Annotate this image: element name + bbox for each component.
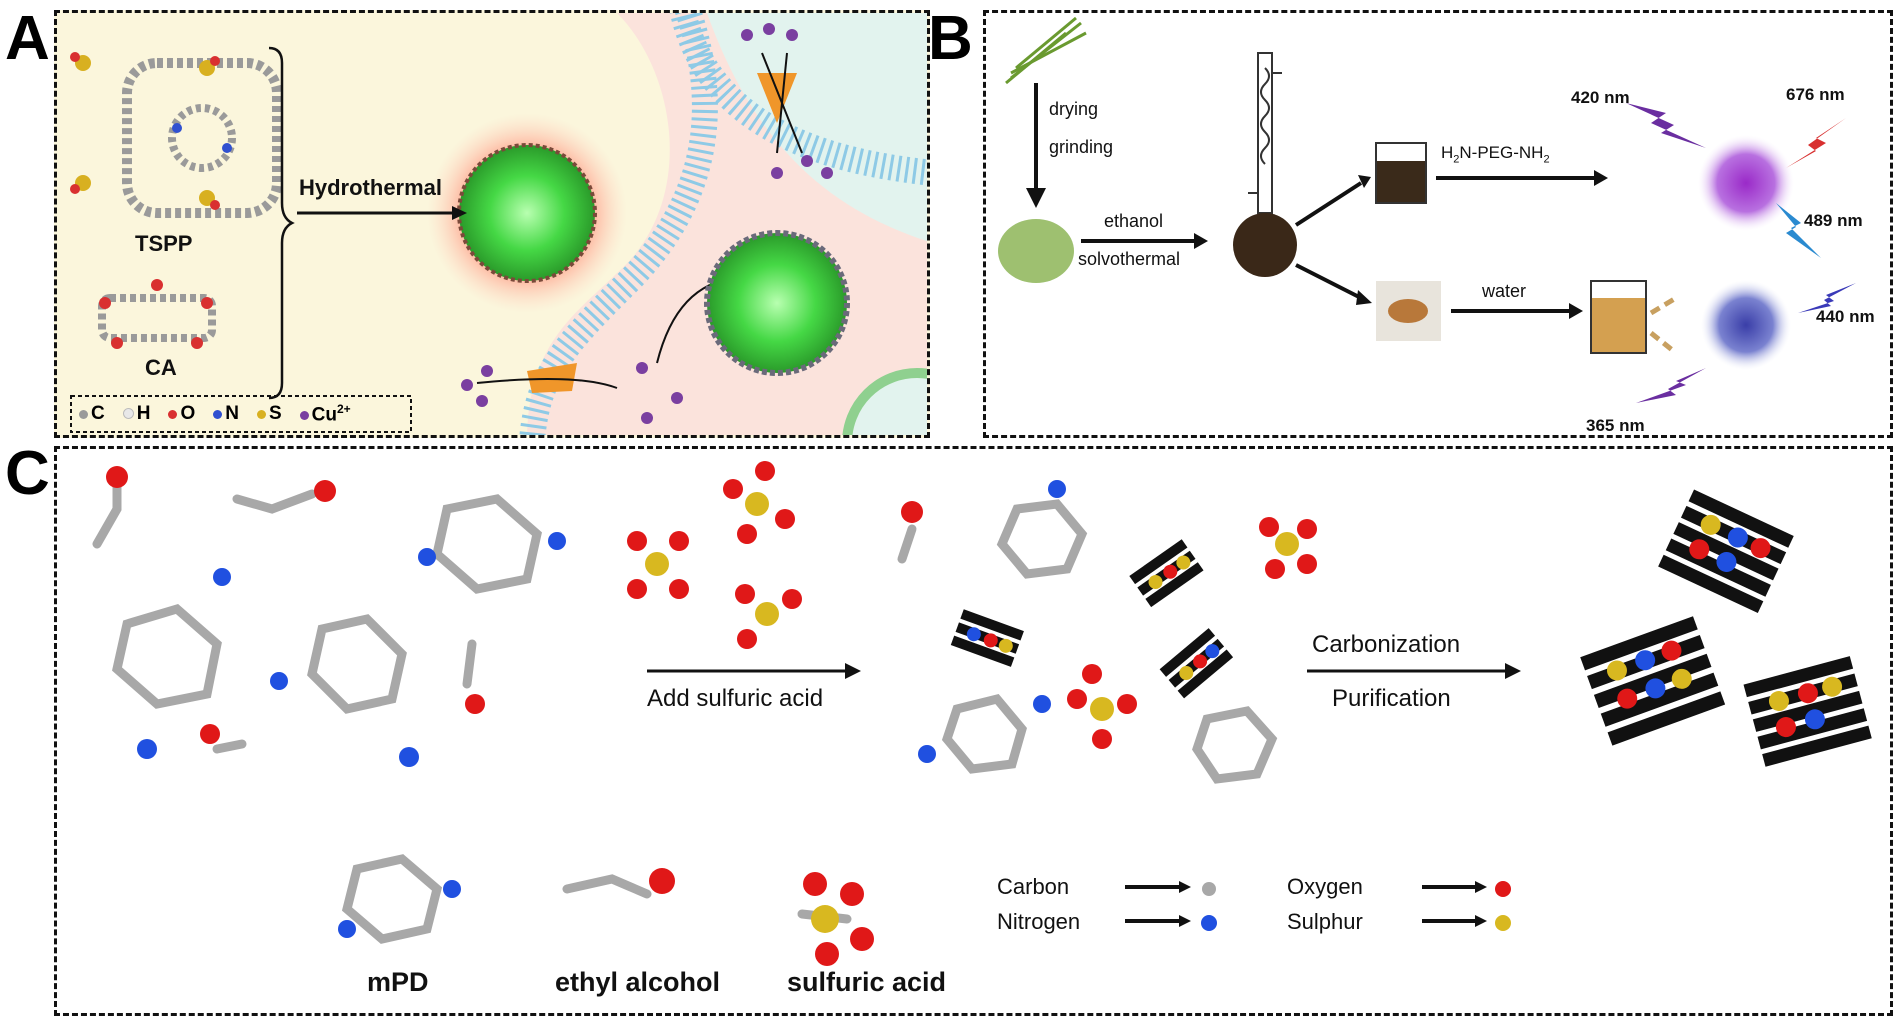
beaker-amber-icon [1590,280,1647,354]
legend-nitrogen: Nitrogen [997,909,1081,934]
oxygen-atom-icon [1495,881,1511,897]
step-solvothermal: solvothermal [1078,249,1181,269]
cu-ions [461,23,833,424]
atom-dot-icon [79,410,88,419]
wavelength-365: 365 nm [1586,416,1645,435]
atom-dot-icon [256,410,266,419]
legend-carbon: Carbon [997,874,1070,899]
bolt-440-icon [1798,283,1856,313]
molecule-skeletons [92,474,1278,944]
carbon-dot-fluorescent [457,143,597,283]
sulphur-atom-icon [1495,915,1511,931]
bolt-365-icon [1636,368,1706,403]
step-drying: drying [1049,99,1099,119]
legend-item-o: O [168,403,195,425]
bolt-420-icon [1626,103,1706,148]
nitrogen-atom-icon [1201,915,1217,931]
atom-dot-icon [213,410,223,419]
purple-emission [1698,135,1794,231]
hydrothermal-label: Hydrothermal [299,175,443,200]
step-grinding: grinding [1049,137,1114,157]
ion-channel-bottom [527,363,577,393]
molecule-atoms [106,461,1317,966]
carbon-atom-icon [1202,882,1216,896]
wavelength-489: 489 nm [1804,211,1863,230]
panel-b-label: B [928,4,973,73]
wavelength-440: 440 nm [1816,307,1875,326]
legend-item-c: C [79,403,105,425]
ethyl-alcohol-label: ethyl alcohol [555,967,721,997]
panel-c: Add sulfuric acid Carbonization Purifica… [54,446,1893,1016]
mpd-label: mPD [367,967,429,997]
beaker-dark-icon [1375,142,1427,204]
wavelength-676: 676 nm [1786,85,1845,104]
legend-oxygen: Oxygen [1287,874,1363,899]
legend-item-cu: Cu2+ [299,402,351,426]
add-sulfuric-acid-label: Add sulfuric acid [647,685,824,712]
carbonization-label: Carbonization [1312,631,1461,658]
legend-item-n: N [213,403,239,425]
blue-emission [1701,280,1791,370]
carbon-dot-quenched [704,230,850,376]
panel-a: TSPP CA Hydrothermal C H O N S Cu2+ [54,10,930,438]
tspp-molecule [70,52,282,218]
panel-a-label: A [5,4,50,73]
bolt-676-icon [1786,118,1846,168]
step-ethanol: ethanol [1104,211,1164,231]
panel-b: drying grinding ethanol solvothermal H2N… [983,10,1893,438]
atom-dot-icon [122,408,134,419]
large-carbon-dots [1580,489,1872,767]
legend-sulphur: Sulphur [1287,909,1363,934]
ion-channel-top [757,73,797,123]
grass-powder-icon [998,219,1074,283]
legend-item-h: H [122,403,150,425]
panel-b-illustration [998,16,1856,403]
cell-region-blue [677,13,927,242]
atom-legend: C H O N S Cu2+ [79,399,351,429]
wavelength-420: 420 nm [1571,88,1630,107]
reagent-peg: H2N-PEG-NH2 [1441,143,1550,166]
panel-c-illustration [92,461,1872,966]
step-water: water [1482,281,1527,301]
atom-dot-icon [168,410,178,419]
ca-molecule [98,279,216,349]
legend-item-s: S [256,403,282,425]
tspp-label: TSPP [135,231,193,256]
reflux-condenser-icon [1248,52,1282,214]
panel-a-illustration [70,13,927,435]
flask-icon [1233,213,1297,277]
small-carbon-dots [950,539,1234,699]
ca-label: CA [145,355,177,380]
panel-c-label: C [5,439,50,508]
grass-icon [1005,16,1087,85]
atom-dot-icon [299,411,309,421]
sulfuric-acid-label: sulfuric acid [787,967,947,997]
purification-label: Purification [1332,685,1451,712]
